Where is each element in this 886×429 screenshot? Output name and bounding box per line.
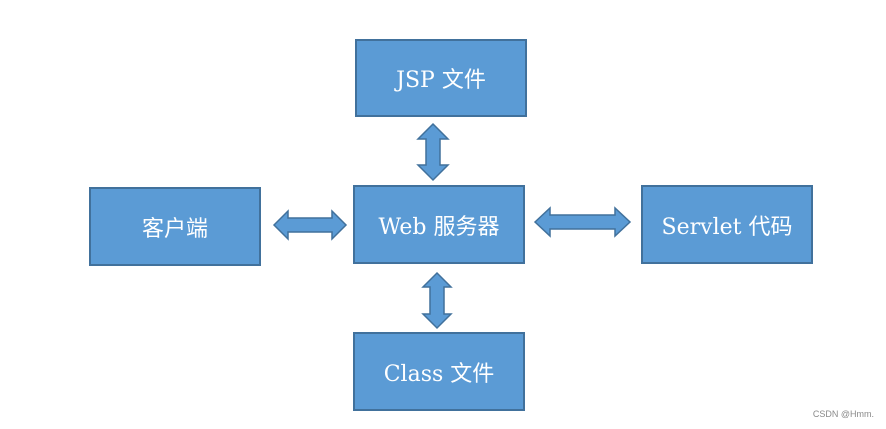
jsp-file-node: JSP 文件: [355, 39, 527, 117]
servlet-code-node: Servlet 代码: [641, 185, 813, 264]
class-file-label: Class 文件: [383, 361, 495, 387]
watermark: CSDN @Hmm.: [812, 409, 874, 419]
client-label: 客户端: [141, 216, 208, 242]
web-server-node: Web 服务器: [353, 185, 525, 264]
web-server-label: Web 服务器: [378, 214, 500, 240]
class-file-node: Class 文件: [353, 332, 525, 411]
arrow-client-web: [272, 209, 348, 241]
jsp-file-label: JSP 文件: [396, 68, 486, 93]
client-node: 客户端: [89, 187, 261, 266]
arrow-web-class: [421, 271, 453, 330]
arrow-jsp-web: [416, 122, 450, 182]
servlet-code-label: Servlet 代码: [661, 214, 793, 240]
arrow-web-servlet: [533, 206, 632, 238]
